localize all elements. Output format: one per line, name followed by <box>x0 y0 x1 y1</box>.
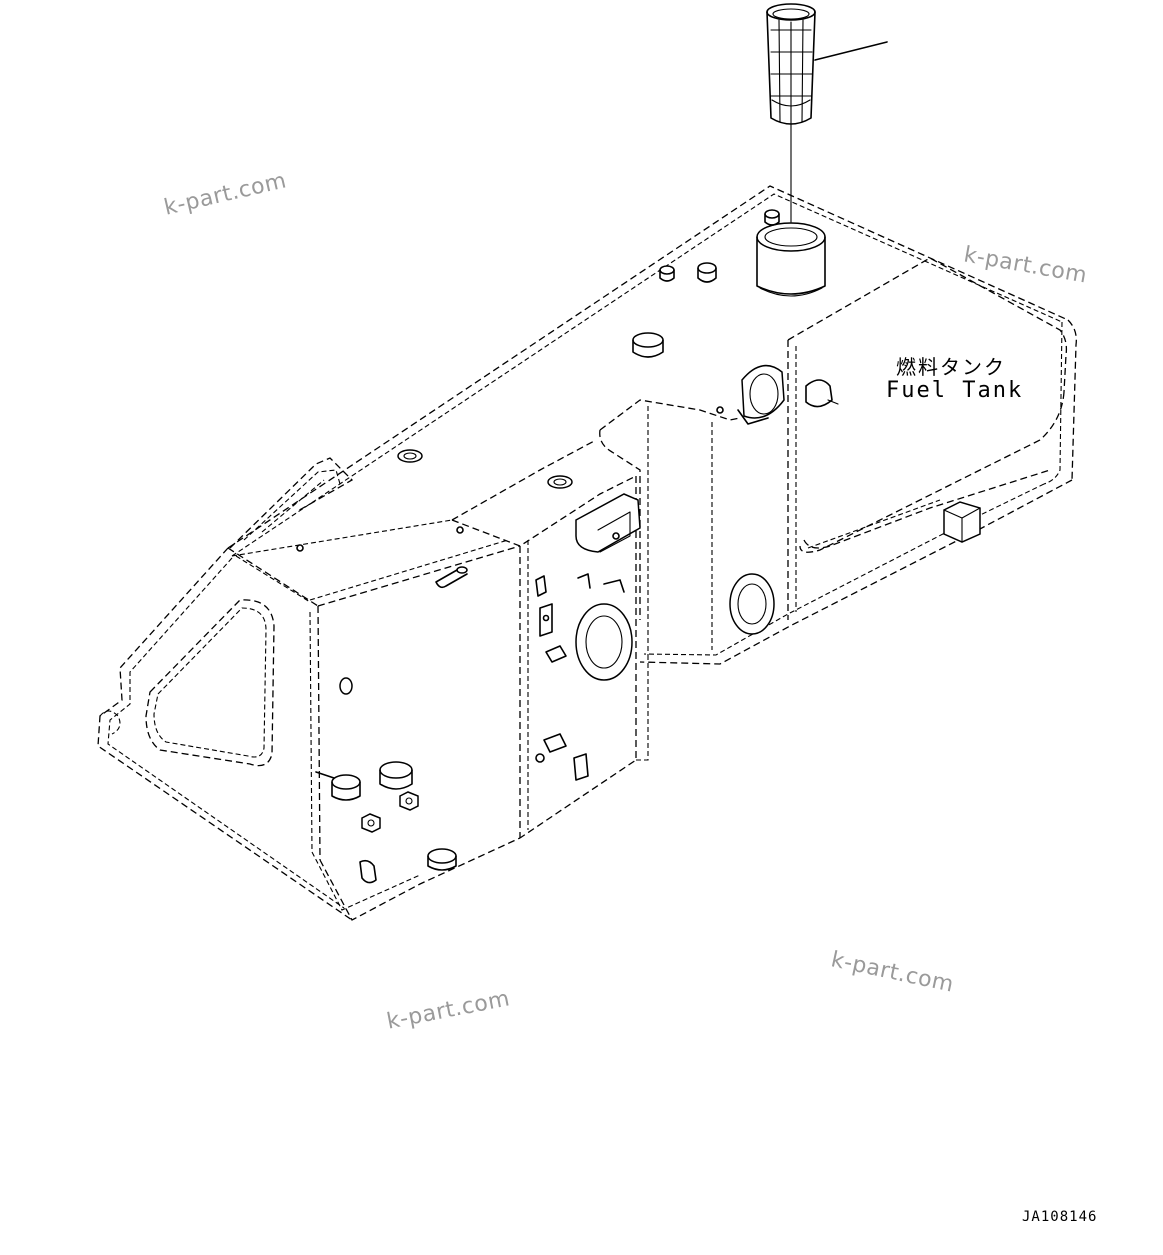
bottom-fittings <box>315 761 457 884</box>
filler-neck <box>756 222 826 297</box>
strainer-part <box>766 3 888 223</box>
drawing-number: JA108146 <box>1022 1209 1098 1225</box>
fuel-tank-body <box>97 185 1077 921</box>
top-bosses <box>296 209 780 589</box>
part-label-japanese: 燃料タンク <box>896 355 1006 379</box>
part-label-english: Fuel Tank <box>886 378 1024 403</box>
clips <box>339 573 625 781</box>
strainer-leader-line <box>814 41 888 61</box>
side-ports <box>575 364 981 681</box>
